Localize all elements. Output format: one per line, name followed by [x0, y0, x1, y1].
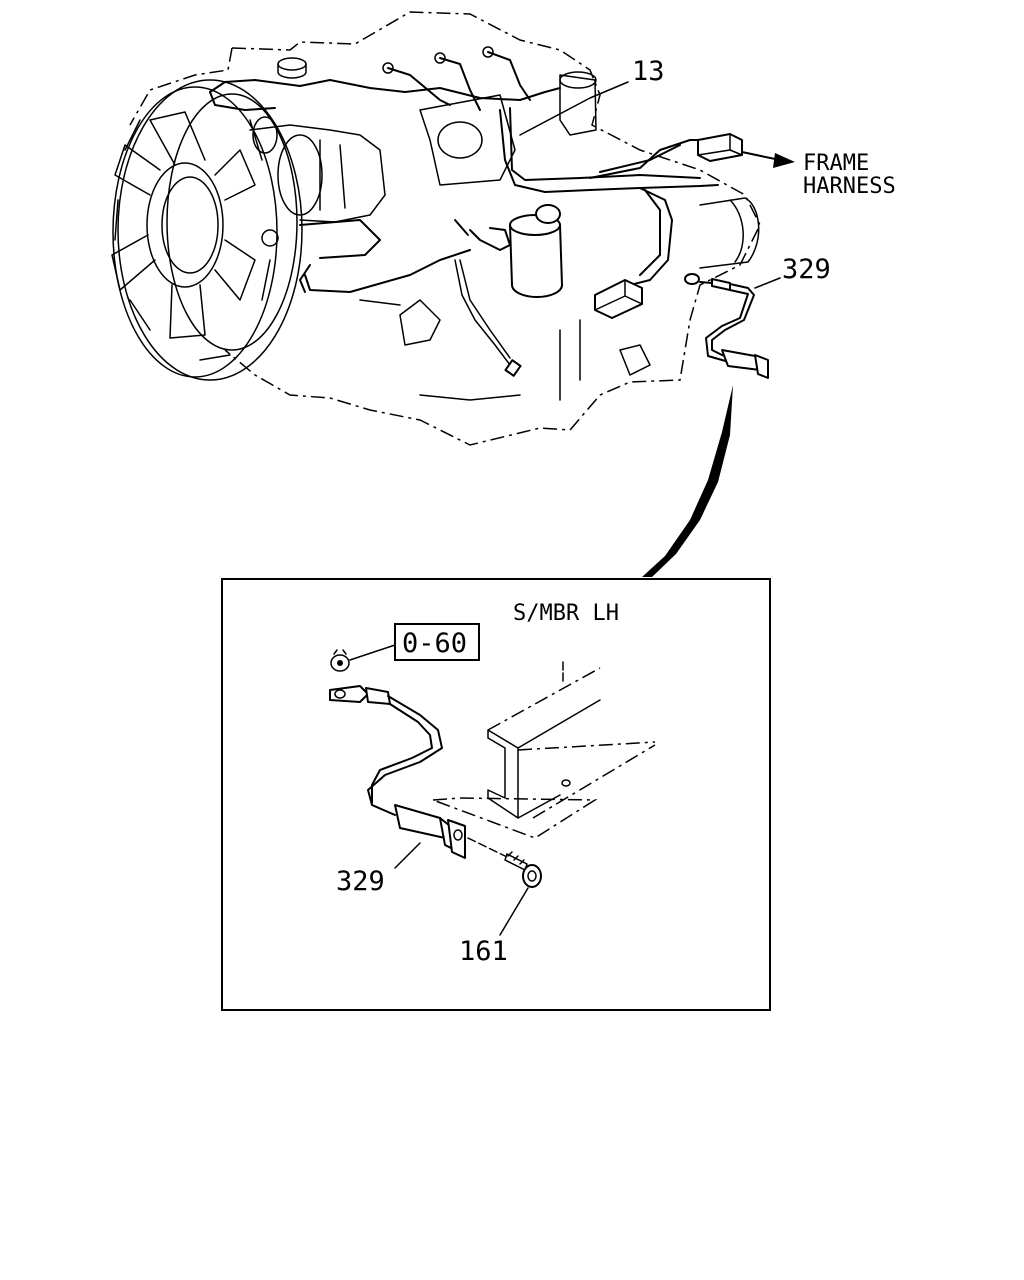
detail-view	[221, 578, 771, 1011]
bolt-161	[504, 851, 542, 888]
callout-329-detail: 329	[336, 866, 385, 897]
callout-329-engine: 329	[782, 254, 831, 285]
frame-harness-connector	[697, 133, 743, 162]
callout-13: 13	[632, 56, 665, 87]
leader-329-top	[754, 277, 781, 289]
side-member	[432, 661, 656, 839]
torque-ref-box	[394, 623, 480, 661]
leader-329-detail	[394, 842, 421, 869]
frame-harness-arrow	[741, 151, 781, 161]
harness-connector-lower	[594, 279, 643, 319]
leader-0-60	[349, 644, 396, 661]
leader-13	[519, 81, 629, 136]
leader-161	[499, 887, 529, 936]
detail-frame	[221, 578, 771, 1011]
ground-cable-329-engine	[684, 273, 769, 379]
side-member-label: S/MBR LH	[513, 601, 619, 626]
detail-pointer	[642, 385, 733, 577]
ground-cable-329-detail	[329, 685, 466, 859]
frame-harness-label-line2: HARNESS	[803, 174, 896, 199]
engine-assembly	[111, 11, 795, 446]
washer-0-60	[330, 649, 350, 672]
frame-harness-label: FRAME	[803, 151, 869, 176]
torque-ref-label: 0-60	[402, 628, 467, 659]
callout-161: 161	[459, 936, 508, 967]
